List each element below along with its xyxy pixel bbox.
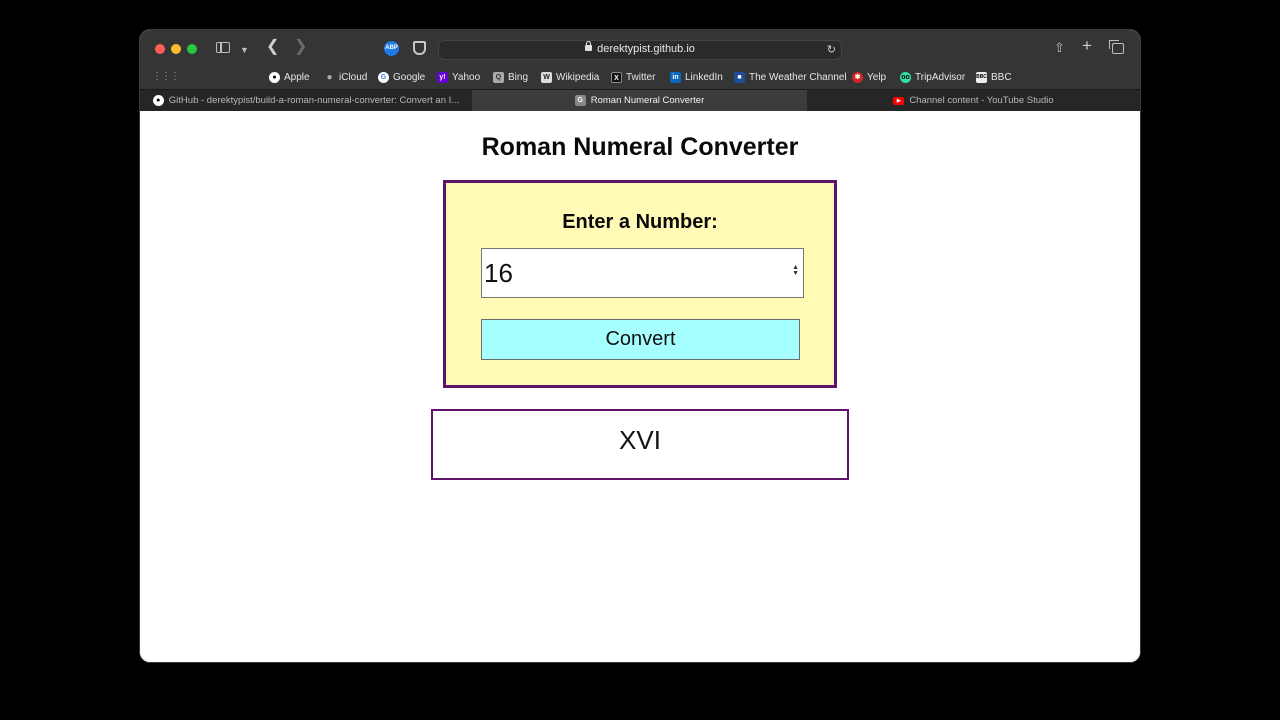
twitter-icon: X <box>611 71 622 83</box>
grid-icon[interactable]: ⋮⋮⋮ <box>152 71 180 82</box>
linkedin-icon: in <box>670 71 681 83</box>
security-extension-icon[interactable] <box>413 41 426 55</box>
github-icon: ● <box>152 95 164 106</box>
bookmark-yelp[interactable]: ✱Yelp <box>852 69 886 85</box>
apple-icon: ● <box>269 71 280 83</box>
convert-button[interactable]: Convert <box>481 319 800 360</box>
number-input-value: 16 <box>484 258 513 288</box>
bookmark-yahoo[interactable]: y!Yahoo <box>437 69 480 85</box>
browser-toolbar: ▼ ❮ ❯ ABP derektypist.github.io ↻ ⇧ + ⋮⋮… <box>140 30 1140 119</box>
share-icon[interactable]: ⇧ <box>1054 40 1065 55</box>
reload-icon[interactable]: ↻ <box>826 44 836 56</box>
sidebar-icon[interactable] <box>216 42 230 53</box>
forward-icon[interactable]: ❯ <box>294 38 308 55</box>
icloud-icon: ● <box>326 71 333 83</box>
bookmark-apple[interactable]: ●Apple <box>269 69 310 85</box>
bbc-icon: BBC <box>976 71 987 83</box>
yahoo-icon: y! <box>437 71 448 83</box>
bookmark-weather-channel[interactable]: ■The Weather Channel <box>734 69 847 85</box>
wikipedia-icon: W <box>541 71 552 83</box>
roman-numeral-output: XVI <box>619 425 661 455</box>
number-input-label: Enter a Number: <box>562 211 718 233</box>
number-stepper-icon[interactable]: ▲▼ <box>792 264 799 277</box>
google-icon: G <box>378 71 389 83</box>
address-url: derektypist.github.io <box>597 43 695 55</box>
address-bar[interactable]: derektypist.github.io ↻ <box>438 40 842 60</box>
tab-overview-icon[interactable] <box>1109 40 1124 54</box>
tab-youtube-studio[interactable]: ▶Channel content - YouTube Studio <box>807 90 1140 111</box>
minimize-window-button[interactable] <box>171 44 181 54</box>
lock-icon <box>585 41 593 52</box>
close-window-button[interactable] <box>155 44 165 54</box>
browser-window: ▼ ❮ ❯ ABP derektypist.github.io ↻ ⇧ + ⋮⋮… <box>140 30 1140 662</box>
page-content: Roman Numeral Converter Enter a Number: … <box>140 111 1140 662</box>
bookmark-icloud[interactable]: ●iCloud <box>324 69 367 85</box>
tab-bar: ●GitHub - derektypist/build-a-roman-nume… <box>140 89 1140 111</box>
zoom-window-button[interactable] <box>187 44 197 54</box>
converter-form: Enter a Number: 16 ▲▼ Convert <box>443 180 837 388</box>
tab-github[interactable]: ●GitHub - derektypist/build-a-roman-nume… <box>140 90 472 111</box>
tripadvisor-icon: oo <box>900 71 911 83</box>
page-title: Roman Numeral Converter <box>481 133 799 161</box>
page-favicon-icon: G <box>574 95 586 106</box>
adblock-icon[interactable]: ABP <box>384 41 399 56</box>
youtube-icon: ▶ <box>893 96 905 105</box>
output-box: XVI <box>431 409 849 480</box>
chevron-down-icon[interactable]: ▼ <box>240 45 249 55</box>
bing-icon: Q <box>493 71 504 83</box>
back-icon[interactable]: ❮ <box>266 38 280 55</box>
new-tab-icon[interactable]: + <box>1082 36 1092 55</box>
yelp-icon: ✱ <box>852 71 863 83</box>
weather-channel-icon: ■ <box>734 71 745 83</box>
number-input[interactable]: 16 ▲▼ <box>481 248 804 298</box>
